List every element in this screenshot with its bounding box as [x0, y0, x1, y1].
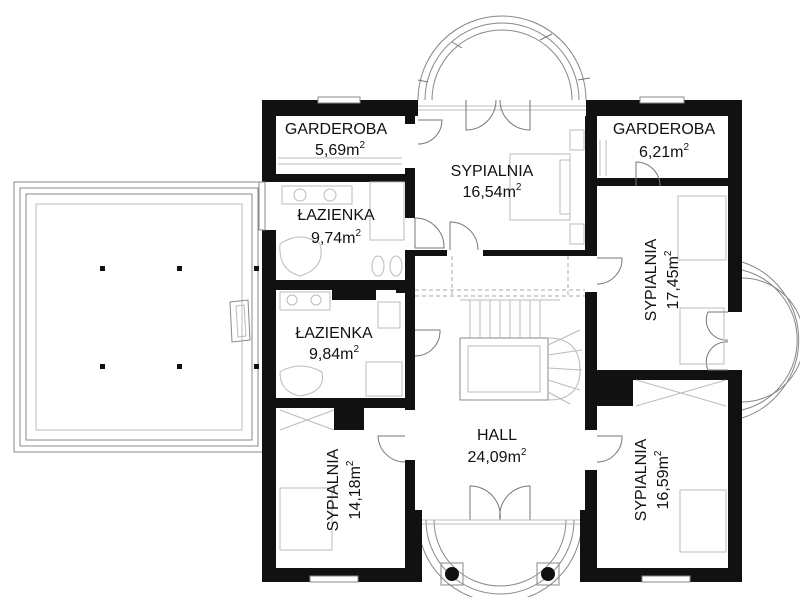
walls — [262, 100, 742, 582]
bay-window-bottom — [417, 519, 583, 597]
sypialnia-top-name: SYPIALNIA — [451, 163, 534, 180]
windows — [258, 96, 691, 583]
sypialnia-bottom-right-name: SYPIALNIA — [633, 438, 650, 521]
furniture — [278, 129, 727, 553]
room-labels: GARDEROBA 5,69m2 GARDEROBA 6,21m2 SYPIAL… — [285, 121, 716, 531]
garderoba-left-name: GARDEROBA — [285, 121, 388, 138]
staircase — [415, 256, 585, 405]
lazienka-upper-area: 9,74m2 — [311, 228, 361, 247]
sypialnia-bottom-right-area: 16,59m2 — [653, 450, 672, 509]
garderoba-left-area: 5,69m2 — [315, 140, 365, 159]
lazienka-lower-name: ŁAZIENKA — [295, 325, 373, 342]
bay-window-right — [741, 261, 800, 419]
sypialnia-bottom-left-name: SYPIALNIA — [325, 448, 342, 531]
hall-name: HALL — [477, 427, 517, 444]
doors — [377, 99, 729, 525]
hall-area: 24,09m2 — [468, 447, 527, 466]
sypialnia-bottom-left-area: 14,18m2 — [345, 460, 364, 519]
sypialnia-right-upper-area: 17,45m2 — [663, 250, 682, 309]
terrace — [13, 181, 265, 453]
lazienka-upper-name: ŁAZIENKA — [297, 207, 375, 224]
garderoba-right-name: GARDEROBA — [613, 121, 716, 138]
bay-window-top — [417, 15, 591, 101]
lazienka-lower-area: 9,84m2 — [309, 344, 359, 363]
garderoba-right-area: 6,21m2 — [639, 142, 689, 161]
sypialnia-right-upper-name: SYPIALNIA — [643, 238, 660, 321]
sypialnia-top-area: 16,54m2 — [463, 182, 522, 201]
